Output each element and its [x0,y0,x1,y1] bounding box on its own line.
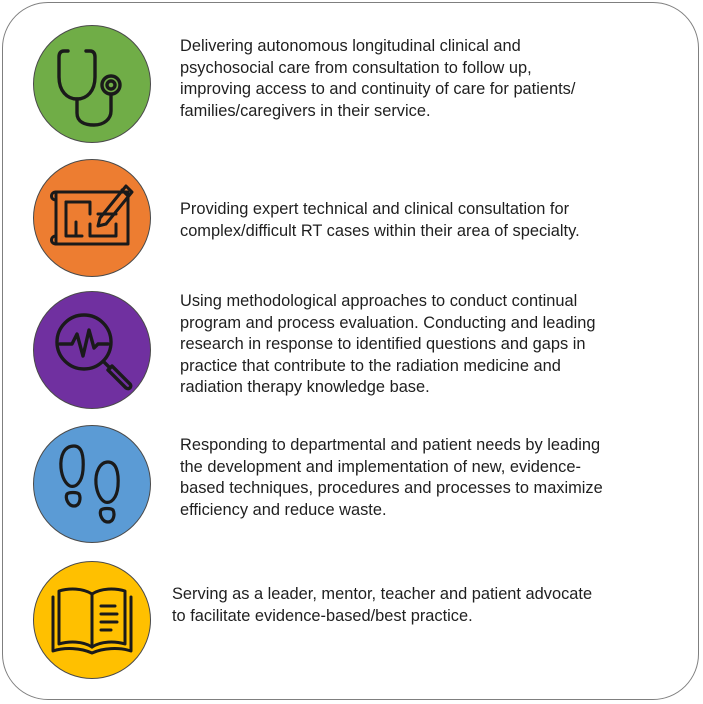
open-book-icon [45,580,139,660]
item-text: Responding to departmental and patient n… [180,436,603,519]
footprints-icon [48,440,136,528]
item-text: Delivering autonomous longitudinal clini… [180,37,576,120]
item-text: Serving as a leader, mentor, teacher and… [172,585,593,625]
stethoscope-icon [47,39,137,129]
item-text: Providing expert technical and clinical … [180,200,580,240]
item-text: Using methodological approaches to condu… [180,292,596,397]
icon-circle-yellow [33,561,151,679]
icon-circle-blue [33,425,151,543]
icon-circle-orange [33,159,151,277]
icon-circle-purple [33,291,151,409]
blueprint-pencil-icon [46,178,138,258]
icon-circle-green [33,25,151,143]
magnifier-pulse-icon [46,304,138,396]
